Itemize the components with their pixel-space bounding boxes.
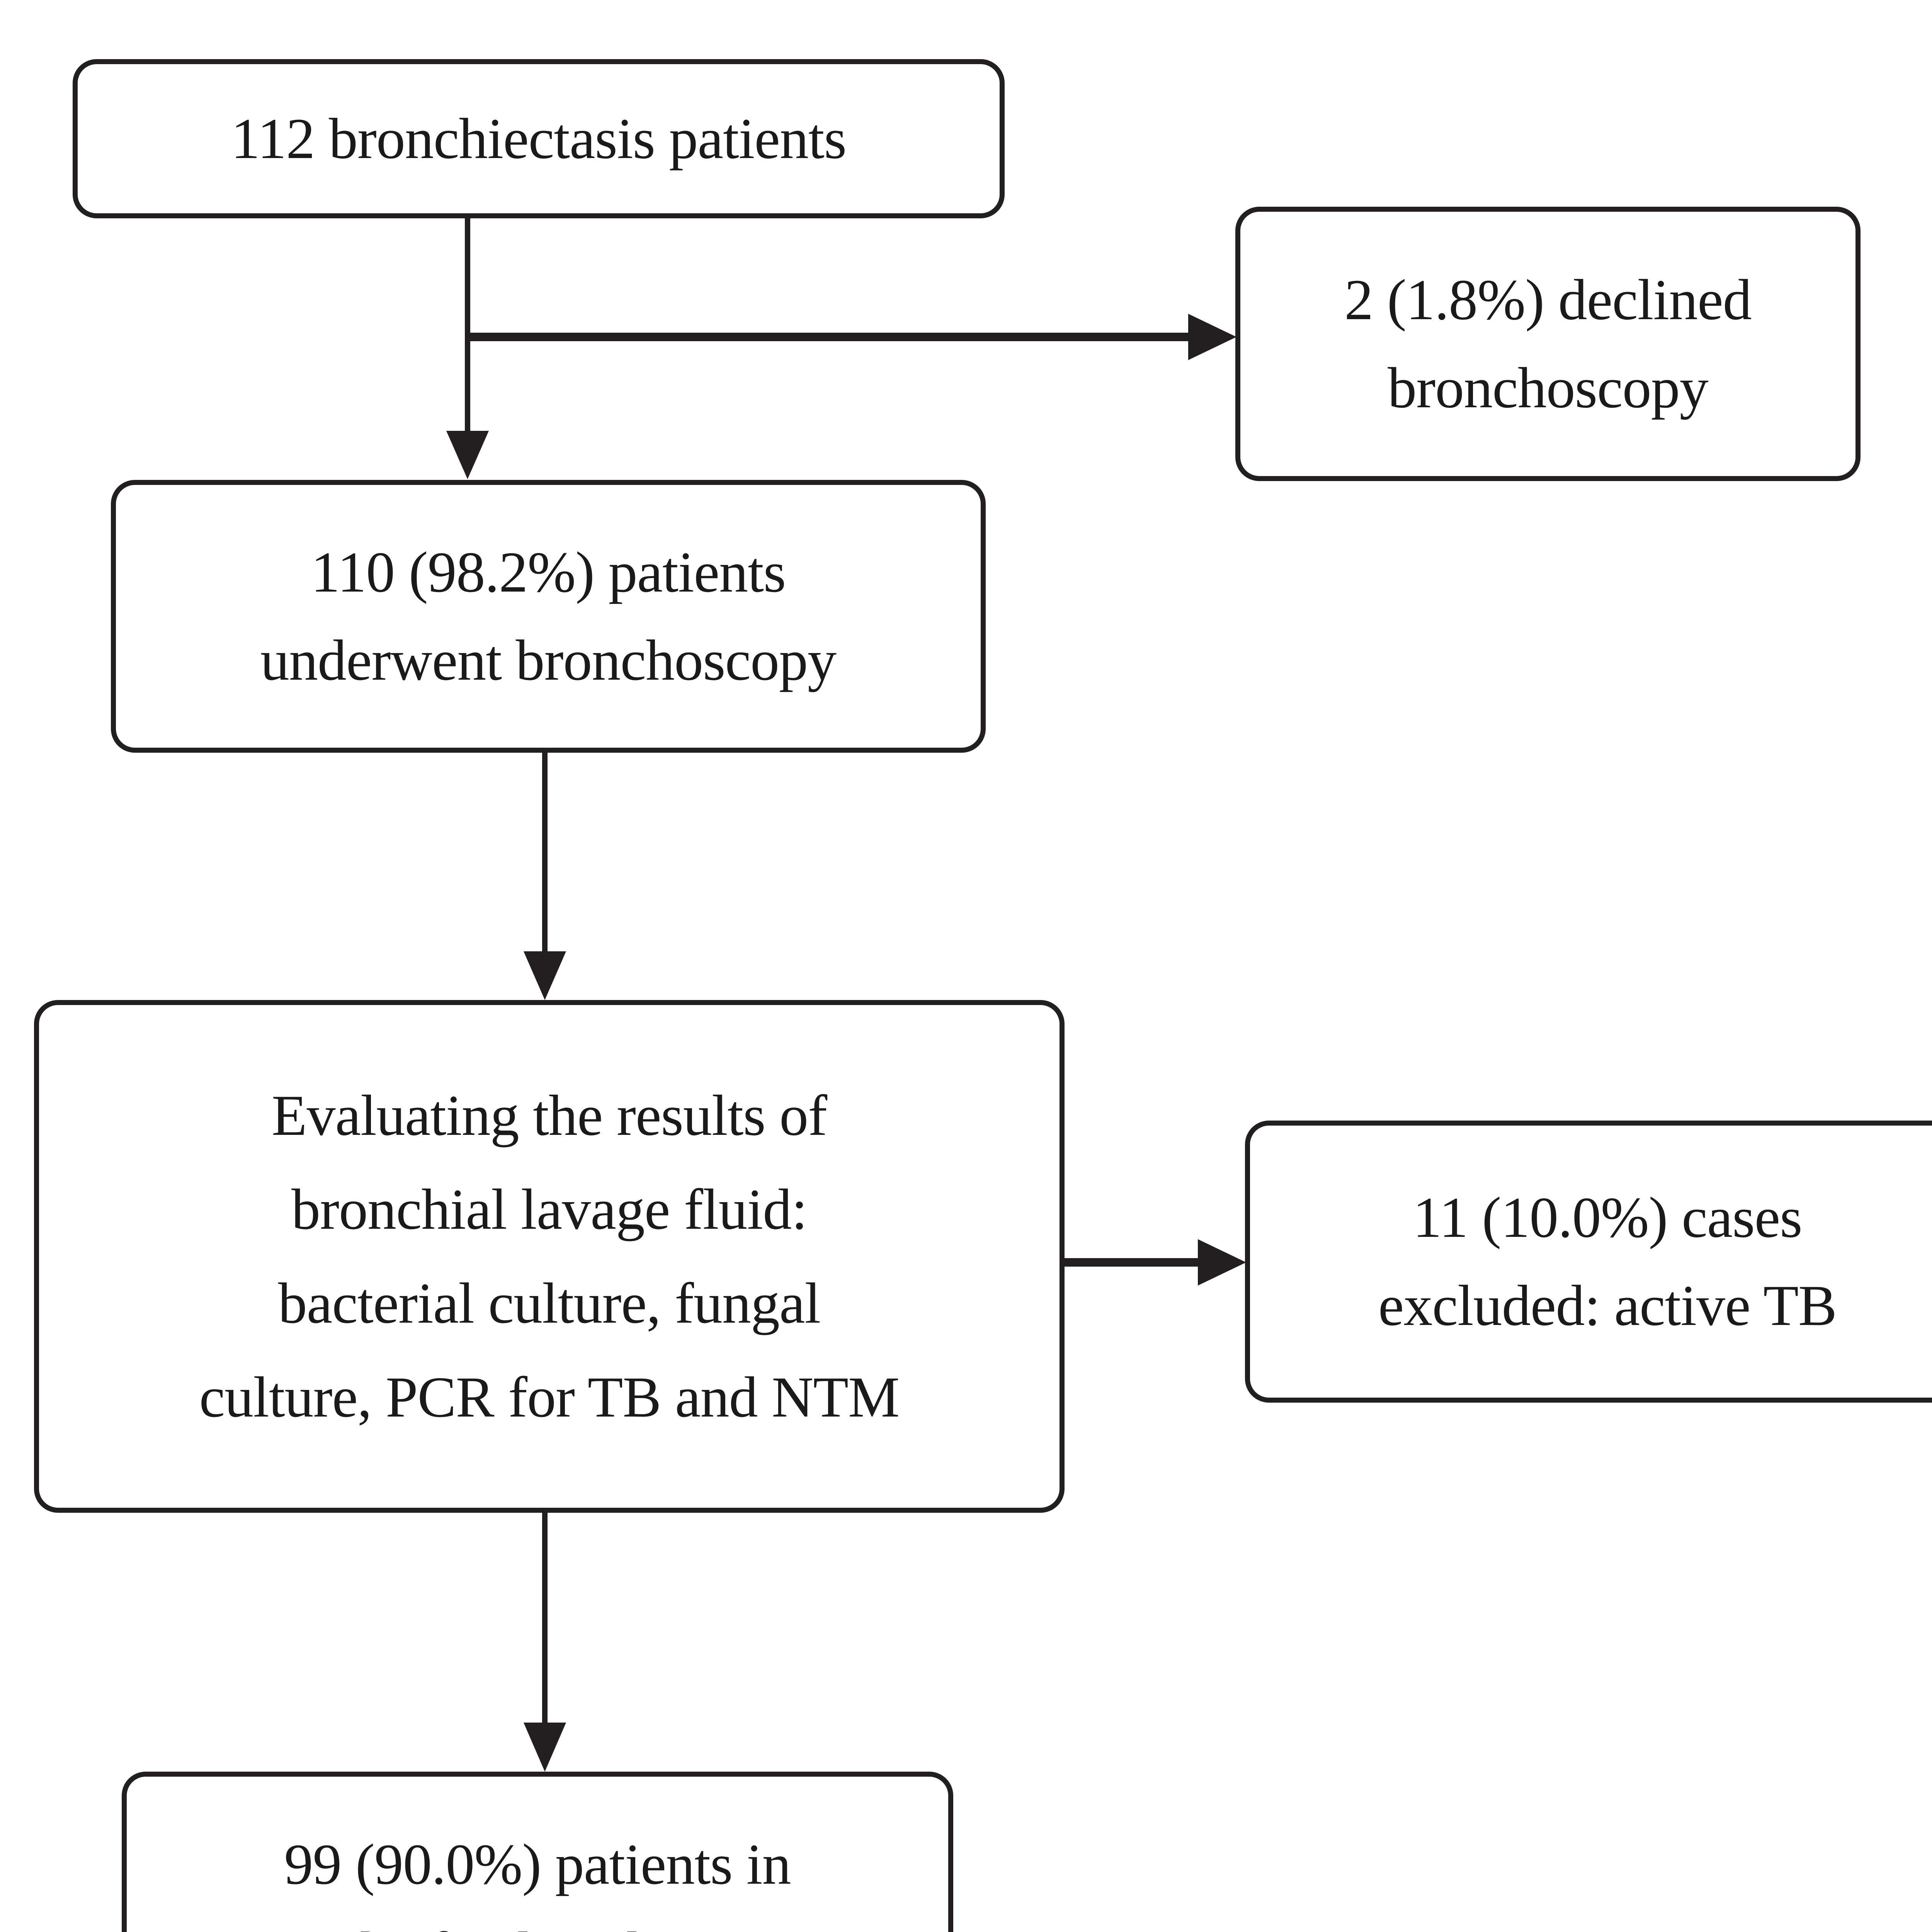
declined-bronchoscopy-line-2: bronchoscopy [1388,356,1708,420]
excluded-active-tb-box[interactable]: 11 (10.0%) cases excluded: active TB [1245,1121,1932,1403]
arrowhead-down-icon [524,951,566,1000]
enrolled-patients-line-1: 112 bronchiectasis patients [231,107,847,171]
connector-enrolled-to-declined [468,314,1236,360]
underwent-bronchoscopy-line-2: underwent bronchoscopy [260,628,837,692]
final-analysis-line-2: the final analysis [127,1908,948,1932]
connector-evaluating-to-excluded [1063,1239,1246,1286]
evaluating-results-line-3: bacterial culture, fungal [278,1271,821,1335]
declined-bronchoscopy-line-1: 2 (1.8%) declined [1344,268,1752,332]
evaluating-results-line-4: culture, PCR for TB and NTM [199,1365,900,1429]
connector-enrolled-to-underwent [446,218,489,479]
arrowhead-right-icon [1198,1239,1246,1286]
connector-underwent-to-evaluating [524,753,566,1000]
underwent-bronchoscopy-line-1: 110 (98.2%) patients [311,540,786,604]
arrowhead-right-icon [1188,314,1236,360]
evaluating-results-line-1: Evaluating the results of [271,1083,827,1148]
declined-bronchoscopy-box[interactable]: 2 (1.8%) declined bronchoscopy [1235,207,1861,481]
enrolled-patients-box[interactable]: 112 bronchiectasis patients [73,59,1005,218]
evaluating-results-line-2: bronchial lavage fluid: [291,1177,808,1242]
excluded-active-tb-line-1: 11 (10.0%) cases [1413,1185,1802,1250]
final-analysis-box[interactable]: 99 (90.0%) patients in the final analysi… [122,1772,953,1932]
final-analysis-line-1: 99 (90.0%) patients in [284,1832,791,1896]
arrowhead-down-icon [446,431,489,479]
connector-evaluating-to-final [524,1513,566,1772]
evaluating-results-box[interactable]: Evaluating the results of bronchial lava… [34,1000,1065,1513]
excluded-active-tb-line-2: excluded: active TB [1378,1274,1837,1338]
arrowhead-down-icon [524,1723,566,1772]
underwent-bronchoscopy-box[interactable]: 110 (98.2%) patients underwent bronchosc… [111,480,986,753]
